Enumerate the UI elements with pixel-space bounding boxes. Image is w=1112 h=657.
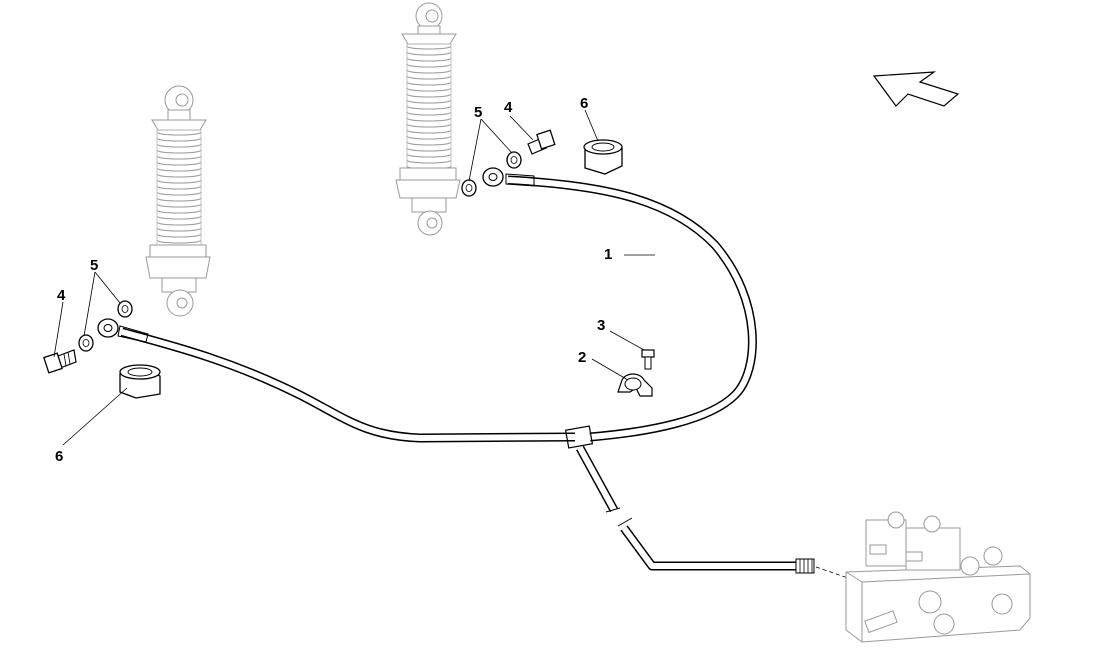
callout-bolt-left: 4 [57,287,66,304]
direction-arrow-icon [872,71,960,107]
callout-clamp: 2 [578,349,586,366]
valve-block-icon [845,511,1031,643]
sealing-washers-left [78,300,133,352]
callout-bolt-right: 4 [504,99,513,116]
threaded-end [795,558,815,574]
shock-absorber-left [145,85,211,317]
clamp-screw [641,349,655,370]
sealing-washers-right [461,151,522,197]
callouts: 1 2 3 4 4 5 5 6 6 [55,95,612,465]
callout-screw: 3 [597,317,605,334]
banjo-eye-left [97,318,119,338]
hydraulic-hose [117,173,849,579]
leader-lines [53,109,655,446]
callout-washer-left: 5 [90,257,98,274]
callout-washer-right: 5 [474,104,482,121]
callout-grommet-right: 6 [580,95,588,112]
banjo-bolt-right [527,129,556,155]
banjo-eye-right [482,167,504,187]
grommet-left [119,364,161,399]
banjo-bolt-left [43,349,77,374]
grommet-right [583,139,623,175]
callout-hose: 1 [604,246,612,263]
shock-absorber-right [395,2,461,236]
callout-grommet-left: 6 [55,448,63,465]
